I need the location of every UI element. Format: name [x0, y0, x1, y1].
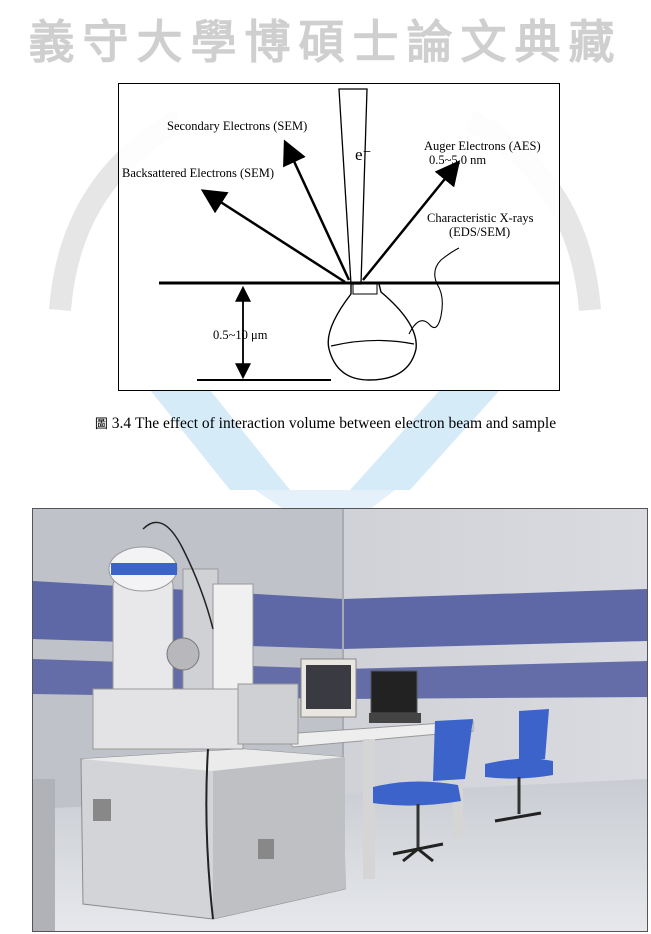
label-auger: Auger Electrons (AES) [424, 139, 541, 153]
diagram-drawing: Secondary Electrons (SEM) Backsattered E… [119, 84, 559, 390]
label-xray-1: Characteristic X-rays [427, 211, 534, 225]
watermark-title: 義守大學博碩士論文典藏 [0, 6, 651, 72]
xray-wave [409, 248, 459, 334]
caption-prefix: 圖 [95, 417, 108, 432]
label-beam: e⁻ [355, 145, 372, 164]
backscatter-arrow [205, 192, 345, 282]
label-backscattered: Backsattered Electrons (SEM) [122, 166, 274, 180]
interaction-volume [328, 284, 416, 380]
label-depth: 0.5~10 μm [213, 328, 268, 342]
label-xray-2: (EDS/SEM) [449, 225, 510, 239]
label-auger-range: 0.5~5.0 nm [429, 153, 486, 167]
electron-beam [339, 89, 367, 284]
caption-text: 3.4 The effect of interaction volume bet… [112, 415, 556, 432]
sem-room-illustration [33, 509, 647, 931]
figure-caption: 圖 3.4 The effect of interaction volume b… [0, 413, 651, 433]
sem-instrument-photo [32, 508, 648, 932]
label-secondary: Secondary Electrons (SEM) [167, 119, 307, 133]
secondary-arrow [286, 144, 349, 280]
interaction-volume-diagram: Secondary Electrons (SEM) Backsattered E… [118, 83, 560, 391]
